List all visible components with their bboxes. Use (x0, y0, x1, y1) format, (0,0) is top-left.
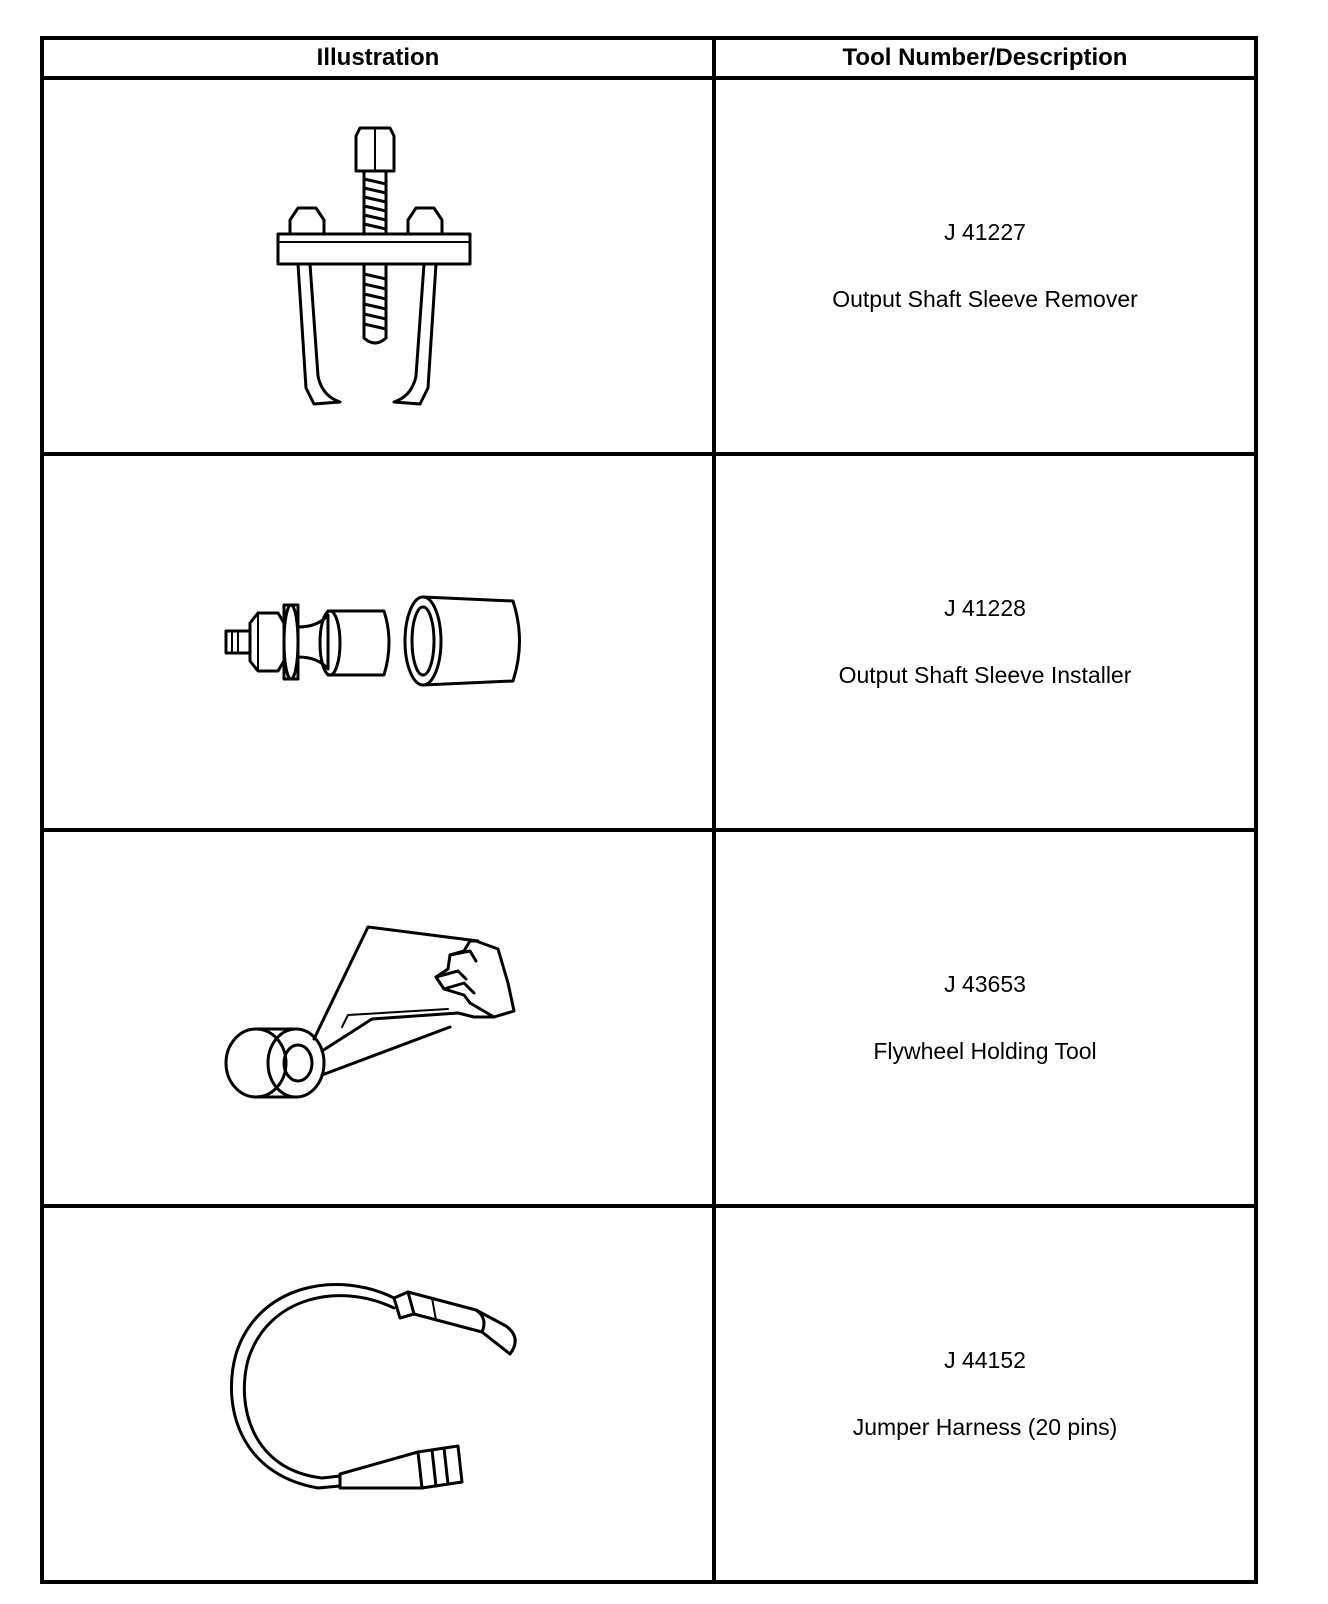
table-row: J 41227 Output Shaft Sleeve Remover (40, 76, 1258, 456)
tool-number: J 41228 (944, 595, 1026, 621)
tool-number: J 43653 (944, 971, 1026, 997)
header-illustration: Illustration (40, 36, 716, 80)
tool-description-cell: J 41228 Output Shaft Sleeve Installer (712, 452, 1258, 832)
tool-description-cell: J 43653 Flywheel Holding Tool (712, 828, 1258, 1208)
tool-description-cell: J 41227 Output Shaft Sleeve Remover (712, 76, 1258, 456)
puller-icon (276, 126, 472, 406)
table-header-row: Illustration Tool Number/Description (40, 36, 1258, 80)
table-row: J 44152 Jumper Harness (20 pins) (40, 1204, 1258, 1584)
table-row: J 43653 Flywheel Holding Tool (40, 828, 1258, 1208)
tool-name: Output Shaft Sleeve Installer (838, 662, 1132, 688)
tool-description-cell: J 44152 Jumper Harness (20 pins) (712, 1204, 1258, 1584)
jumper-harness-icon (229, 1283, 517, 1490)
sleeve-installer-icon (224, 595, 521, 687)
table-row: J 41228 Output Shaft Sleeve Installer (40, 452, 1258, 832)
special-tools-table: Illustration Tool Number/Description (40, 36, 1258, 1584)
tool-number: J 44152 (944, 1347, 1026, 1373)
illustration-cell (40, 76, 716, 456)
illustration-cell (40, 828, 716, 1208)
tool-number: J 41227 (944, 219, 1026, 245)
illustration-cell (40, 1204, 716, 1584)
tool-name: Output Shaft Sleeve Remover (832, 286, 1138, 312)
tool-name: Flywheel Holding Tool (873, 1038, 1097, 1064)
flywheel-holder-icon (224, 925, 516, 1099)
header-tool-description: Tool Number/Description (712, 36, 1258, 80)
illustration-cell (40, 452, 716, 832)
tool-name: Jumper Harness (20 pins) (852, 1414, 1118, 1440)
